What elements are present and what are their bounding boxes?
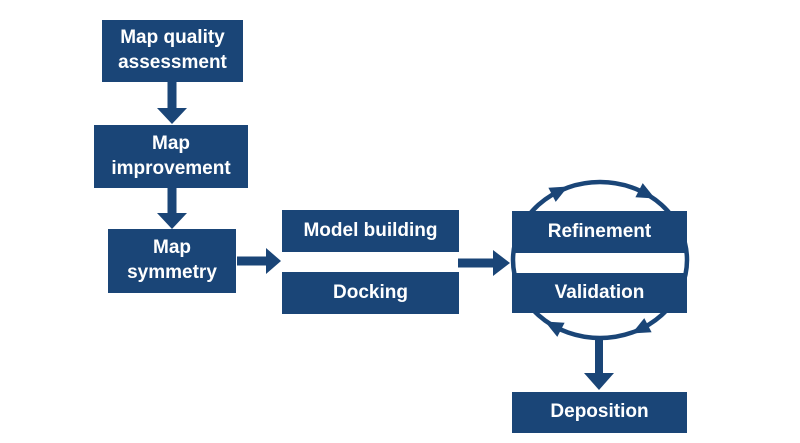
arrow-quality-to-improvement	[157, 82, 187, 124]
arrow-improvement-to-symmetry	[157, 188, 187, 229]
cycle-arrowhead-top-left	[548, 186, 568, 202]
node-label: Validation	[554, 281, 645, 303]
node-label: Refinement	[547, 220, 652, 242]
node-label: Model building	[303, 219, 438, 241]
node-validation: Validation	[512, 273, 687, 313]
arrow-symmetry-to-building	[237, 248, 281, 274]
cycle-arrowhead-top-right	[635, 183, 655, 199]
node-label: Deposition	[550, 401, 649, 423]
node-label: Map quality assessment	[118, 27, 227, 73]
cycle-arrowhead-bottom-left	[544, 321, 565, 337]
node-docking: Docking	[282, 272, 459, 314]
arrow-building-to-refinement	[458, 250, 510, 276]
cycle-arrow	[510, 179, 690, 341]
node-map-improvement: Map improvement	[94, 125, 248, 188]
node-deposition: Deposition	[512, 392, 687, 433]
node-label: Docking	[333, 281, 408, 303]
cycle-arrowhead-bottom-right	[631, 318, 652, 334]
node-refinement: Refinement	[512, 211, 687, 253]
node-map-symmetry: Map symmetry	[108, 229, 236, 293]
node-model-building: Model building	[282, 210, 459, 252]
arrow-validation-to-deposition	[584, 339, 614, 390]
node-label: Map symmetry	[127, 237, 217, 283]
cycle-ellipse	[510, 179, 690, 341]
node-map-quality-assessment: Map quality assessment	[102, 20, 243, 82]
node-label: Map improvement	[111, 132, 231, 179]
